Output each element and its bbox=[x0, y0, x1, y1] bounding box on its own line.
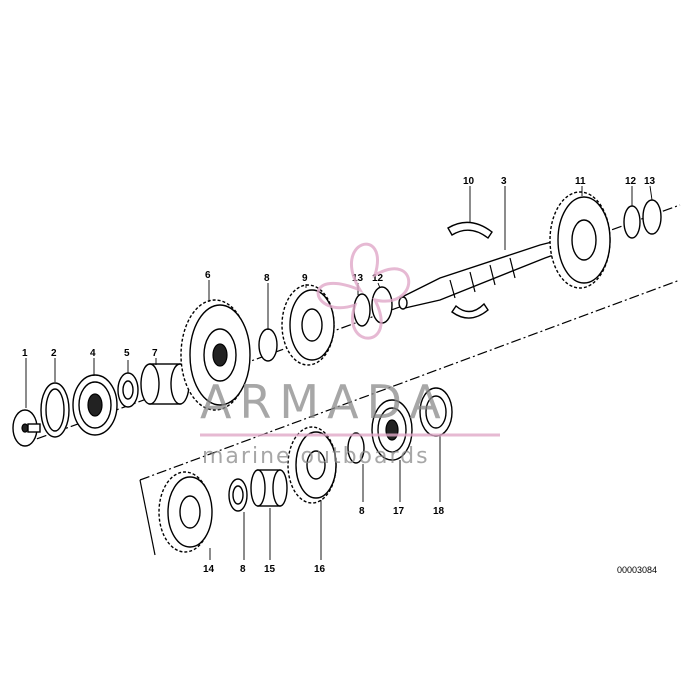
callout-11: 11 bbox=[575, 176, 586, 187]
callout-13-right: 13 bbox=[644, 176, 656, 187]
part-13-ring-mid bbox=[353, 293, 371, 327]
watermark-logo-icon bbox=[316, 242, 411, 340]
callout-4: 4 bbox=[90, 348, 96, 359]
watermark-brand: ARMADA bbox=[200, 375, 449, 429]
callout-13-mid: 13 bbox=[352, 273, 364, 284]
part-13-ring-right bbox=[642, 199, 662, 235]
part-7-sleeve bbox=[140, 363, 190, 405]
callout-12-right: 12 bbox=[625, 176, 637, 187]
watermark: ARMADA marine outboards bbox=[200, 242, 500, 469]
watermark-tagline: marine outboards bbox=[202, 444, 430, 469]
callout-17: 17 bbox=[393, 506, 405, 517]
callout-2: 2 bbox=[51, 348, 57, 359]
callout-15: 15 bbox=[264, 564, 276, 575]
part-15-sleeve bbox=[250, 469, 288, 507]
callout-18: 18 bbox=[433, 506, 445, 517]
callout-9: 9 bbox=[302, 273, 308, 284]
callout-7: 7 bbox=[152, 348, 158, 359]
callout-8-lower-right: 8 bbox=[359, 506, 365, 517]
part-1-cap bbox=[12, 409, 41, 447]
part-9-gear bbox=[281, 284, 335, 366]
part-2-ring bbox=[40, 382, 70, 438]
part-8-washer-lower-left bbox=[228, 478, 248, 512]
callout-labels: 1 2 4 5 7 6 8 9 13 12 10 3 11 12 13 14 8… bbox=[22, 176, 656, 575]
part-8-ring-lower-right bbox=[347, 432, 365, 464]
callout-8-lower-left: 8 bbox=[240, 564, 246, 575]
diagram-reference-number: 00003084 bbox=[617, 565, 657, 575]
part-3-shaft bbox=[398, 239, 563, 310]
part-12-ring-right bbox=[623, 205, 641, 239]
callout-12-mid: 12 bbox=[372, 273, 384, 284]
part-11-gear bbox=[549, 191, 611, 289]
lower-axis-line bbox=[139, 279, 681, 556]
part-8-ring-upper bbox=[258, 328, 278, 362]
part-16-gear bbox=[287, 426, 337, 504]
leader-lines bbox=[25, 185, 653, 560]
callout-14: 14 bbox=[203, 564, 215, 575]
part-4-bearing bbox=[72, 374, 118, 436]
part-10-needle-bearing bbox=[447, 221, 493, 319]
callout-10: 10 bbox=[463, 176, 475, 187]
callout-1: 1 bbox=[22, 348, 28, 359]
callout-3: 3 bbox=[501, 176, 507, 187]
callout-16: 16 bbox=[314, 564, 326, 575]
callout-6: 6 bbox=[205, 270, 211, 281]
part-6-gear bbox=[180, 299, 251, 411]
part-14-gear bbox=[158, 471, 213, 553]
part-5-washer bbox=[117, 372, 139, 408]
callout-5: 5 bbox=[124, 348, 130, 359]
callout-8-upper: 8 bbox=[264, 273, 270, 284]
part-18-bearing bbox=[419, 387, 453, 437]
